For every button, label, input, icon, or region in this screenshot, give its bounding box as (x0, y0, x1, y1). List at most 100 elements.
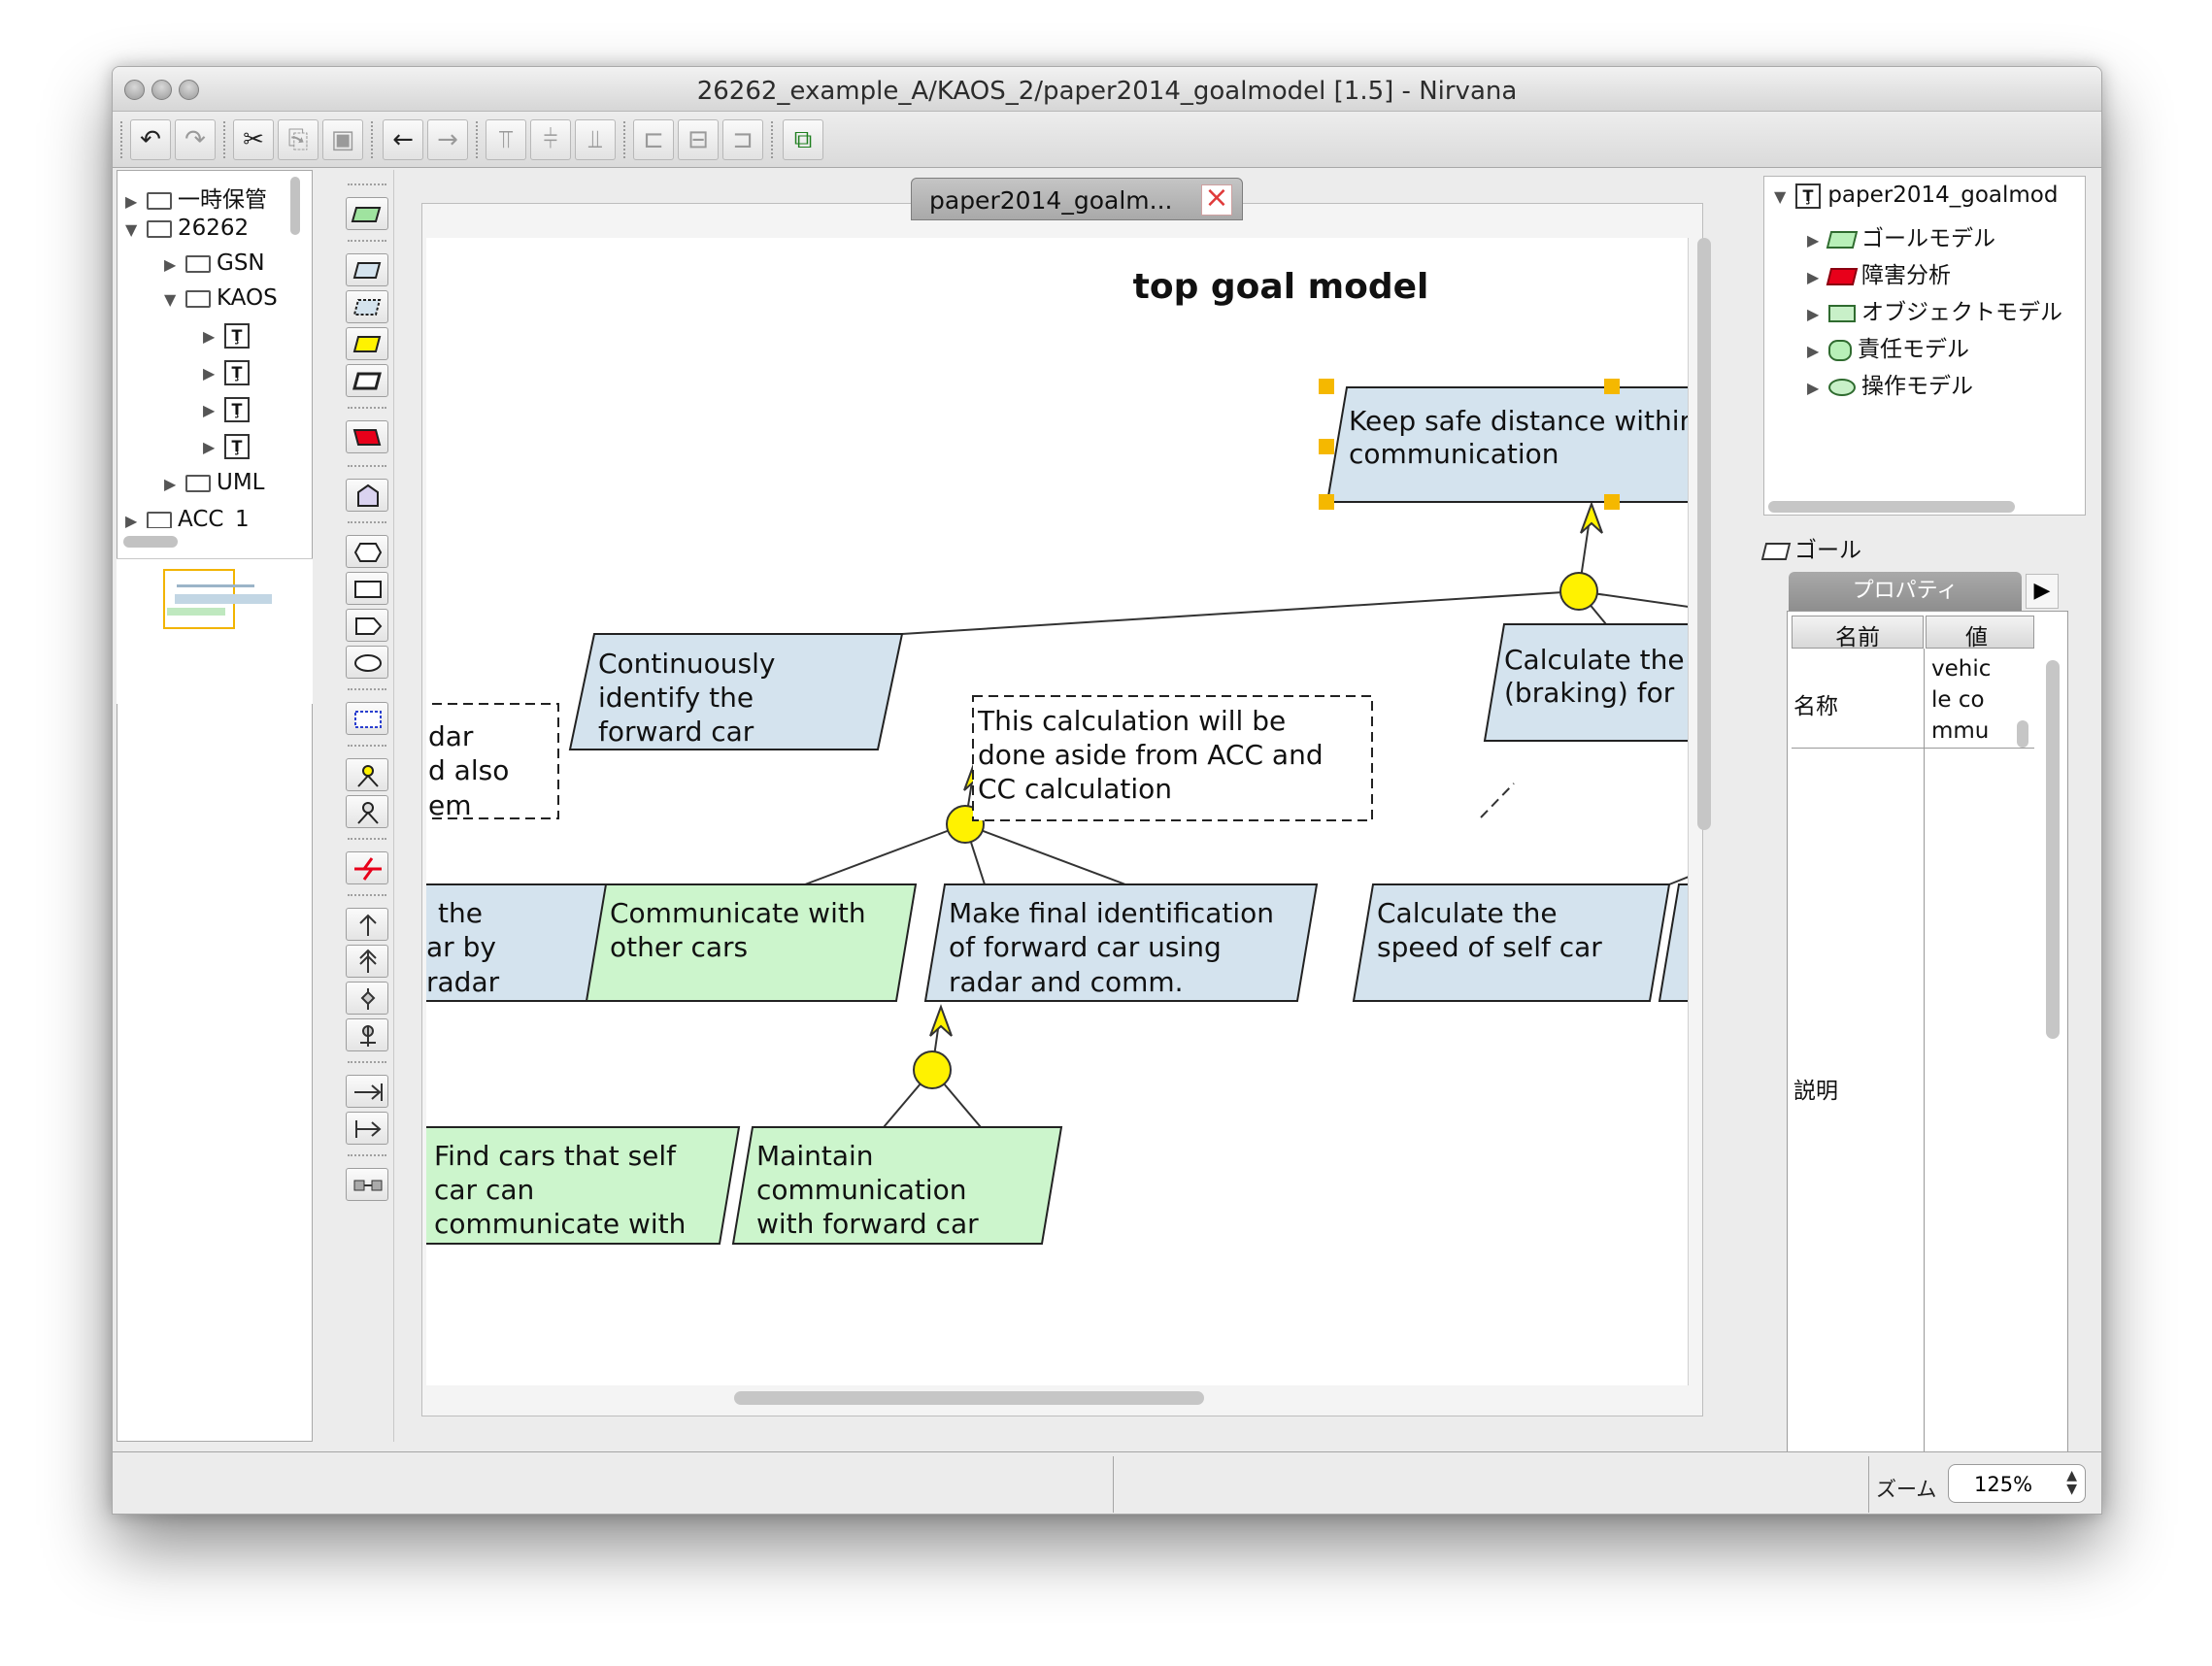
expand-icon[interactable]: ▶ (164, 475, 177, 493)
copy-button[interactable]: ⎘ (278, 119, 318, 160)
collapse-icon[interactable]: ▼ (164, 290, 177, 309)
tree-item-26262[interactable]: ▼26262 (125, 216, 250, 241)
model-tree-item-responsibility-model[interactable]: ▶責任モデル (1807, 337, 1969, 362)
expand-icon[interactable]: ▶ (1807, 379, 1820, 397)
note-tool-button[interactable] (346, 702, 388, 735)
close-window-button[interactable] (124, 80, 145, 100)
obstacle-tool-button[interactable] (346, 420, 388, 453)
select-tool-button[interactable] (346, 197, 388, 230)
diagram-canvas[interactable]: top goal model (426, 238, 1689, 1385)
link-double-tool-button[interactable] (346, 945, 388, 978)
column-header-name[interactable]: 名前 (1792, 616, 1924, 650)
goal-tool-button[interactable] (346, 253, 388, 286)
link-box-tool-button[interactable] (346, 1168, 388, 1201)
align-top-button[interactable]: ⫪ (486, 119, 526, 160)
property-value-title[interactable]: mmu (1931, 718, 1990, 744)
expand-icon[interactable]: ▶ (203, 401, 216, 419)
goal-maintain-communication[interactable]: Maintain communication with forward car (731, 1126, 1063, 1245)
align-bottom-button[interactable]: ⫫ (575, 119, 616, 160)
expand-icon[interactable]: ▶ (1807, 342, 1820, 360)
goal-communicate-with-other-cars[interactable]: Communicate with other cars (585, 883, 918, 1002)
align-middle-button[interactable]: ⫩ (530, 119, 571, 160)
goal-keep-safe-distance[interactable]: Keep safe distance within communication (1325, 386, 1689, 503)
canvas-vertical-scrollbar[interactable] (1697, 238, 1711, 830)
expand-icon[interactable]: ▶ (164, 255, 177, 274)
minimize-window-button[interactable] (151, 80, 172, 100)
zoom-select[interactable]: 125% ▲▼ (1948, 1464, 2086, 1503)
forward-button[interactable]: → (427, 119, 468, 160)
tab-properties[interactable]: プロパティ (1789, 572, 2022, 611)
expand-icon[interactable]: ▶ (1807, 305, 1820, 323)
link-diamond-tool-button[interactable] (346, 982, 388, 1015)
redo-button[interactable]: ↷ (175, 119, 216, 160)
tab-scroll-right-button[interactable]: ▶ (2026, 574, 2059, 609)
goal-continuously-identify[interactable]: Continuously identify the forward car (568, 633, 904, 750)
link-right-tool-button[interactable] (346, 1075, 388, 1108)
undo-button[interactable]: ↶ (130, 119, 171, 160)
tree-item-diagram[interactable]: ▶Ţ (203, 322, 250, 355)
column-header-value[interactable]: 値 (1926, 616, 2034, 650)
model-tree-root[interactable]: ▼Ţ paper2014_goalmod (1774, 183, 2059, 209)
collapse-icon[interactable]: ▼ (125, 220, 138, 239)
and-refinement-tool-button[interactable] (346, 758, 388, 791)
property-value-title[interactable]: le co (1931, 687, 1985, 713)
zoom-window-button[interactable] (179, 80, 199, 100)
soft-goal-tool-button[interactable] (346, 290, 388, 323)
model-tree-item-obstacle-analysis[interactable]: ▶障害分析 (1807, 263, 1951, 288)
tree-item-temp[interactable]: ▶一時保管 (125, 187, 267, 213)
agent-tool-button[interactable] (346, 535, 388, 568)
operation-tool-button[interactable] (346, 646, 388, 679)
link-up-tool-button[interactable] (346, 908, 388, 941)
note-left[interactable]: dar d also em (426, 703, 559, 821)
expand-icon[interactable]: ▶ (203, 327, 216, 346)
or-refinement-tool-button[interactable] (346, 795, 388, 828)
back-button[interactable]: ← (383, 119, 423, 160)
overview-minimap[interactable] (117, 558, 313, 704)
tree-item-diagram[interactable]: ▶Ţ (203, 433, 250, 466)
and-refinement-node[interactable] (1559, 572, 1598, 611)
goal-offscreen[interactable] (1658, 883, 1689, 1002)
goal-calculate-speed[interactable]: Calculate the speed of self car (1352, 883, 1671, 1002)
goal-make-final-identification[interactable]: Make final identification of forward car… (923, 883, 1319, 1002)
model-tree-item-operation-model[interactable]: ▶操作モデル (1807, 374, 1973, 399)
domain-tool-button[interactable] (346, 572, 388, 605)
expand-icon[interactable]: ▶ (125, 192, 138, 211)
requirement-tool-button[interactable] (346, 364, 388, 397)
tree-item-diagram[interactable]: ▶Ţ (203, 359, 250, 392)
link-split-tool-button[interactable] (346, 1018, 388, 1051)
property-value-title[interactable]: vehic (1931, 656, 1992, 682)
align-center-button[interactable]: ⊟ (678, 119, 719, 160)
expectation-tool-button[interactable] (346, 327, 388, 360)
window-switch-button[interactable]: ⧉ (783, 119, 823, 160)
collapse-icon[interactable]: ▼ (1774, 187, 1787, 206)
tree-item-acc[interactable]: ▶ACC_1 (125, 507, 250, 528)
align-left-button[interactable]: ⊏ (633, 119, 674, 160)
goal-find-cars[interactable]: Find cars that self car can communicate … (426, 1126, 741, 1245)
tree-hscrollbar[interactable] (123, 536, 178, 548)
expand-icon[interactable]: ▶ (125, 512, 138, 528)
tree-item-gsn[interactable]: ▶GSN (164, 250, 265, 276)
tab-paper2014-goalmodel[interactable]: paper2014_goalm... × (911, 178, 1243, 220)
goal-calculate-braking[interactable]: Calculate the (braking) for (1483, 623, 1689, 742)
tree-item-diagram[interactable]: ▶Ţ (203, 396, 250, 429)
expand-icon[interactable]: ▶ (203, 364, 216, 383)
value-scrollbar[interactable] (2017, 720, 2028, 748)
note-calculation[interactable]: This calculation will be done aside from… (972, 695, 1373, 821)
expand-icon[interactable]: ▶ (203, 438, 216, 456)
cut-button[interactable]: ✂ (233, 119, 274, 160)
stepper-arrows-icon[interactable]: ▲▼ (2066, 1468, 2077, 1497)
tree-item-uml[interactable]: ▶UML (164, 470, 265, 495)
model-tree-hscrollbar[interactable] (1768, 501, 2015, 513)
and-refinement-node[interactable] (913, 1050, 952, 1089)
model-tree-item-object-model[interactable]: ▶オブジェクトモデル (1807, 300, 2062, 325)
expand-icon[interactable]: ▶ (1807, 268, 1820, 286)
link-bar-tool-button[interactable] (346, 1112, 388, 1145)
expand-icon[interactable]: ▶ (1807, 231, 1820, 250)
entity-tool-button[interactable] (346, 479, 388, 512)
tree-scrollbar[interactable] (290, 177, 300, 235)
conflict-tool-button[interactable] (346, 851, 388, 884)
tree-item-kaos[interactable]: ▼KAOS (164, 285, 278, 311)
event-tool-button[interactable] (346, 609, 388, 642)
canvas-horizontal-scrollbar[interactable] (734, 1391, 1204, 1405)
align-right-button[interactable]: ⊐ (722, 119, 763, 160)
